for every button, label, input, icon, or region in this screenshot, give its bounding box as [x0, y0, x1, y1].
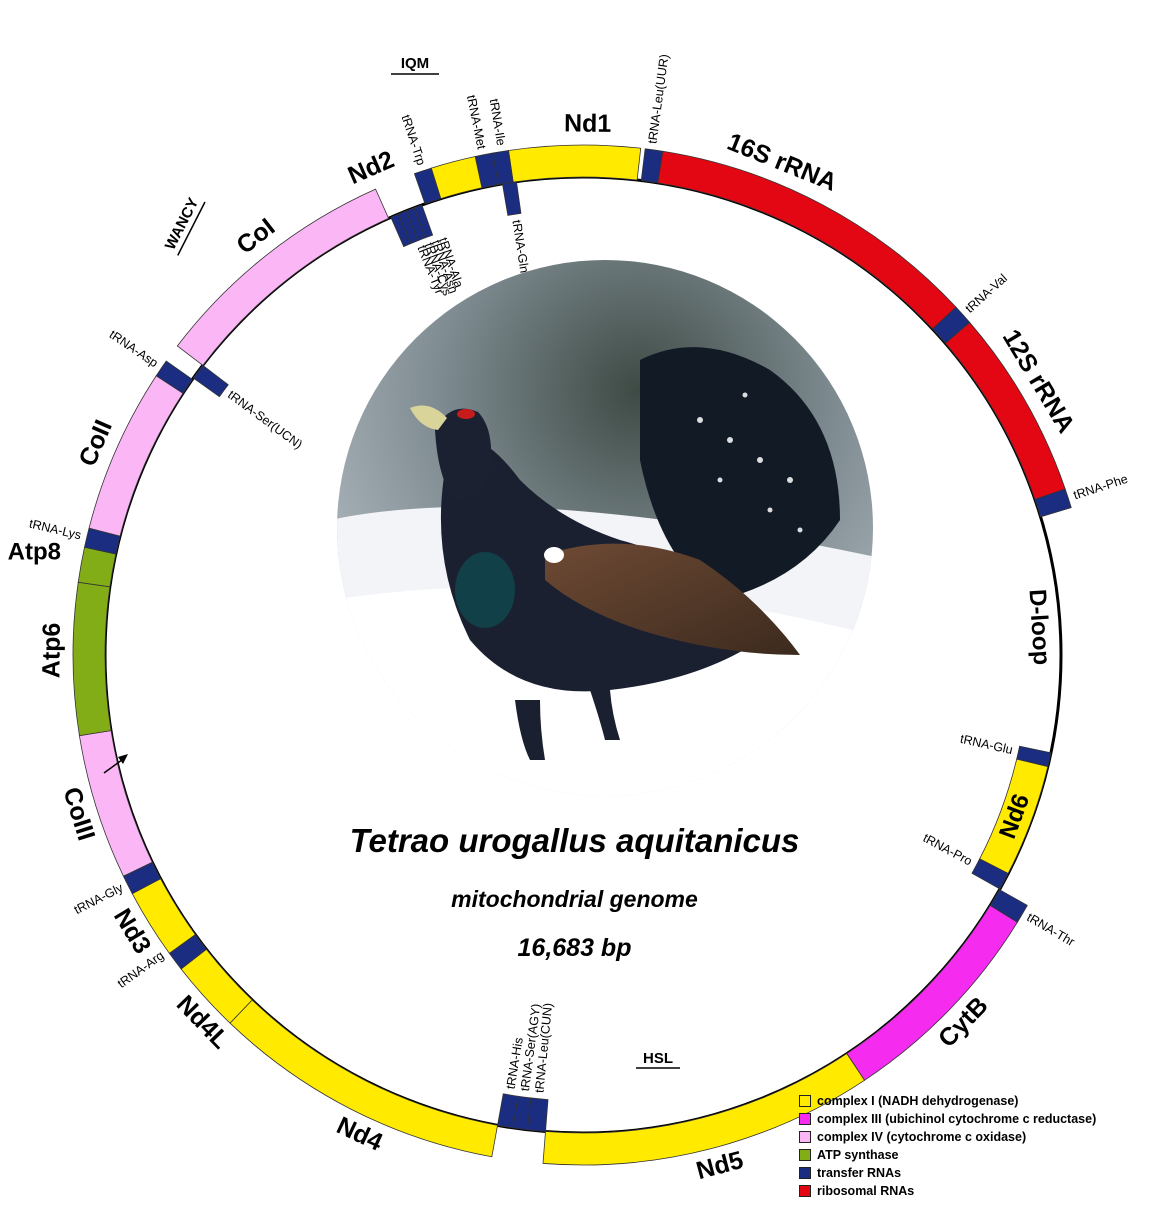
trna-met-label: tRNA-Met [464, 94, 489, 151]
trna-glu-label: tRNA-Glu [959, 732, 1014, 757]
group-hsl-label: HSL [643, 1050, 673, 1067]
legend-label: complex IV (cytochrome c oxidase) [817, 1130, 1026, 1144]
group-hsl: HSL [636, 1050, 680, 1068]
group-iqm: IQM [391, 55, 439, 74]
legend-swatch [799, 1149, 811, 1161]
legend-item-rrna: ribosomal RNAs [799, 1182, 1096, 1200]
legend-swatch [799, 1095, 811, 1107]
coi-segment [177, 189, 388, 365]
legend-swatch [799, 1131, 811, 1143]
legend-item-complex-iv: complex IV (cytochrome c oxidase) [799, 1128, 1096, 1146]
legend-label: complex I (NADH dehydrogenase) [817, 1094, 1018, 1108]
trna-trp-label: tRNA-Trp [399, 113, 429, 167]
nd1-segment [508, 145, 640, 182]
trna-ile-label: tRNA-Ile [487, 98, 508, 147]
legend-item-complex-i: complex I (NADH dehydrogenase) [799, 1092, 1096, 1110]
genome-length: 16,683 bp [0, 934, 1149, 963]
legend-label: complex III (ubichinol cytochrome c redu… [817, 1112, 1096, 1126]
legend-swatch [799, 1113, 811, 1125]
nd2-label: Nd2 [344, 145, 398, 190]
trna-gln-segment [502, 182, 520, 216]
trna-ser-ucn-label: tRNA-Ser(UCN) [225, 388, 305, 452]
legend: complex I (NADH dehydrogenase) complex I… [799, 1092, 1096, 1200]
legend-item-trna: transfer RNAs [799, 1164, 1096, 1182]
legend-item-complex-iii: complex III (ubichinol cytochrome c redu… [799, 1110, 1096, 1128]
atp6-segment [73, 582, 111, 735]
legend-swatch [799, 1185, 811, 1197]
legend-item-atp-synthase: ATP synthase [799, 1146, 1096, 1164]
trna-phe-label: tRNA-Phe [1072, 472, 1130, 503]
trna-asp-label: tRNA-Asp [107, 327, 161, 370]
nd2-segment [431, 157, 482, 199]
group-wancy-label: WANCY [162, 195, 202, 252]
group-wancy: WANCY [161, 193, 205, 255]
trna-val-label: tRNA-Val [963, 271, 1010, 316]
cytb-segment [847, 905, 1018, 1080]
genome-subtitle: mitochondrial genome [0, 886, 1149, 913]
atp6-label: Atp6 [37, 622, 65, 678]
legend-label: ribosomal RNAs [817, 1184, 914, 1198]
nd1-label: Nd1 [564, 109, 612, 137]
d-loop-label: D-loop [1024, 588, 1056, 665]
trna-gln-label: tRNA-Gln [509, 219, 531, 274]
capercaillie-photo [330, 255, 890, 800]
legend-swatch [799, 1167, 811, 1179]
legend-label: ATP synthase [817, 1148, 899, 1162]
atp8-label: Atp8 [8, 539, 61, 566]
legend-label: transfer RNAs [817, 1166, 901, 1180]
nd5-label: Nd5 [693, 1146, 746, 1185]
trna-leu-uur-label: tRNA-Leu(UUR) [645, 53, 671, 144]
species-name: Tetrao urogallus aquitanicus [0, 822, 1149, 860]
group-iqm-label: IQM [401, 55, 429, 72]
